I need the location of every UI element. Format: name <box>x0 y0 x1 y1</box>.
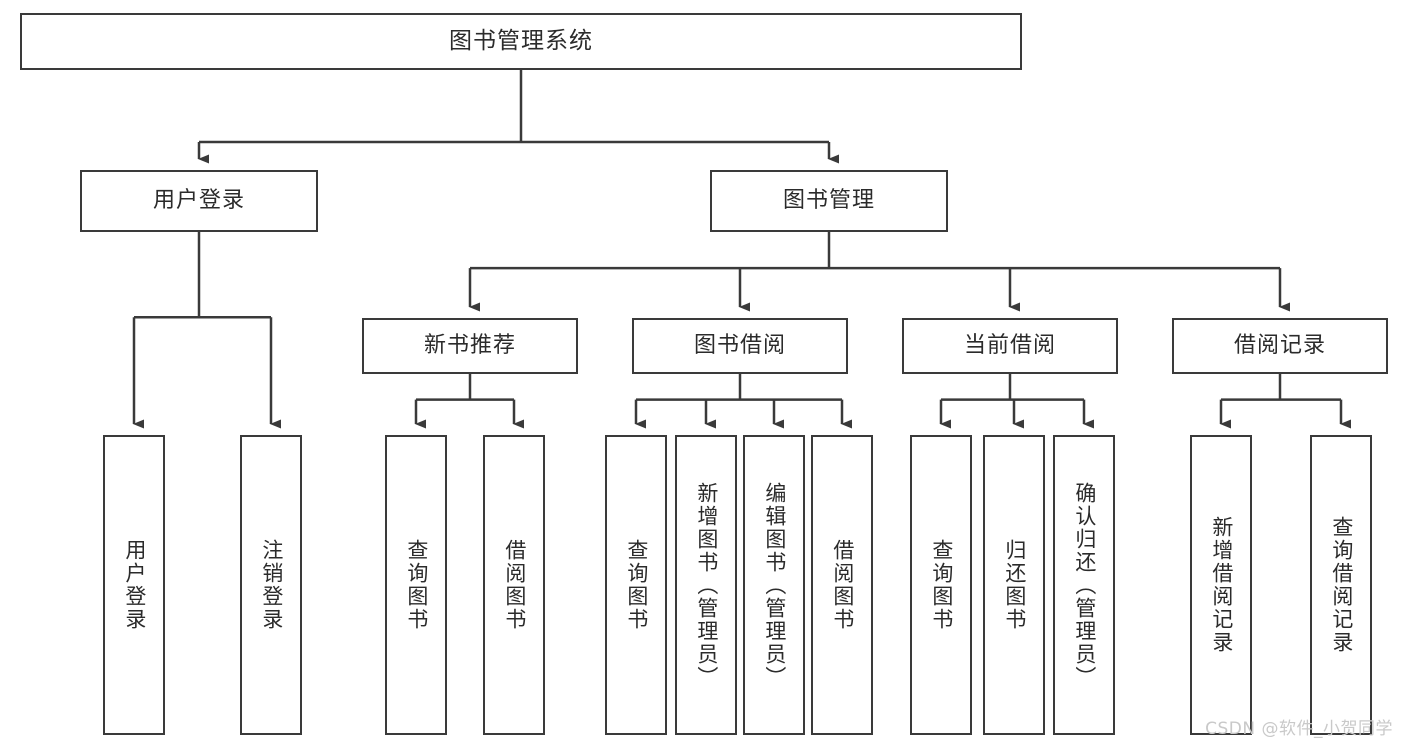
node-label: 新书推荐 <box>423 332 516 358</box>
node-label: 新增图书（管理员） <box>694 481 719 689</box>
node-label: 查询图书 <box>929 539 954 631</box>
node-book-borrow[interactable]: 图书借阅 <box>632 318 848 374</box>
node-label: 注销登录 <box>259 539 284 631</box>
node-leaf-return-book[interactable]: 归还图书 <box>983 435 1045 735</box>
watermark-credit: CSDN @软件_小贺同学 <box>1205 719 1393 739</box>
node-label: 查询图书 <box>404 539 429 631</box>
node-label: 图书借阅 <box>693 332 786 358</box>
node-new-book-recommendation[interactable]: 新书推荐 <box>362 318 578 374</box>
node-leaf-query-book-borrow[interactable]: 查询图书 <box>605 435 667 735</box>
node-leaf-confirm-return-admin[interactable]: 确认归还（管理员） <box>1053 435 1115 735</box>
node-label: 编辑图书（管理员） <box>762 481 787 689</box>
node-borrow-record[interactable]: 借阅记录 <box>1172 318 1388 374</box>
node-label: 确认归还（管理员） <box>1072 481 1097 689</box>
node-user-login[interactable]: 用户登录 <box>80 170 318 232</box>
node-label: 图书管理系统 <box>449 27 593 54</box>
node-leaf-user-login[interactable]: 用户登录 <box>103 435 165 735</box>
node-label: 归还图书 <box>1002 539 1027 631</box>
node-leaf-edit-book-admin[interactable]: 编辑图书（管理员） <box>743 435 805 735</box>
node-label: 借阅记录 <box>1233 332 1326 358</box>
node-leaf-query-book-current[interactable]: 查询图书 <box>910 435 972 735</box>
node-label: 借阅图书 <box>502 539 527 631</box>
node-label: 用户登录 <box>122 539 147 631</box>
node-label: 新增借阅记录 <box>1209 516 1234 654</box>
node-label: 借阅图书 <box>830 539 855 631</box>
node-leaf-query-book-recommendation[interactable]: 查询图书 <box>385 435 447 735</box>
node-leaf-borrow-book[interactable]: 借阅图书 <box>811 435 873 735</box>
node-leaf-add-borrow-record[interactable]: 新增借阅记录 <box>1190 435 1252 735</box>
node-leaf-borrow-book-recommendation[interactable]: 借阅图书 <box>483 435 545 735</box>
node-root-book-management-system[interactable]: 图书管理系统 <box>20 13 1022 70</box>
node-leaf-user-logout[interactable]: 注销登录 <box>240 435 302 735</box>
node-leaf-add-book-admin[interactable]: 新增图书（管理员） <box>675 435 737 735</box>
node-label: 查询图书 <box>624 539 649 631</box>
node-label: 图书管理 <box>782 187 875 213</box>
node-leaf-query-borrow-record[interactable]: 查询借阅记录 <box>1310 435 1372 735</box>
node-book-manage[interactable]: 图书管理 <box>710 170 948 232</box>
node-current-borrow[interactable]: 当前借阅 <box>902 318 1118 374</box>
node-label: 用户登录 <box>152 187 245 213</box>
node-label: 当前借阅 <box>963 332 1056 358</box>
node-label: 查询借阅记录 <box>1329 516 1354 654</box>
